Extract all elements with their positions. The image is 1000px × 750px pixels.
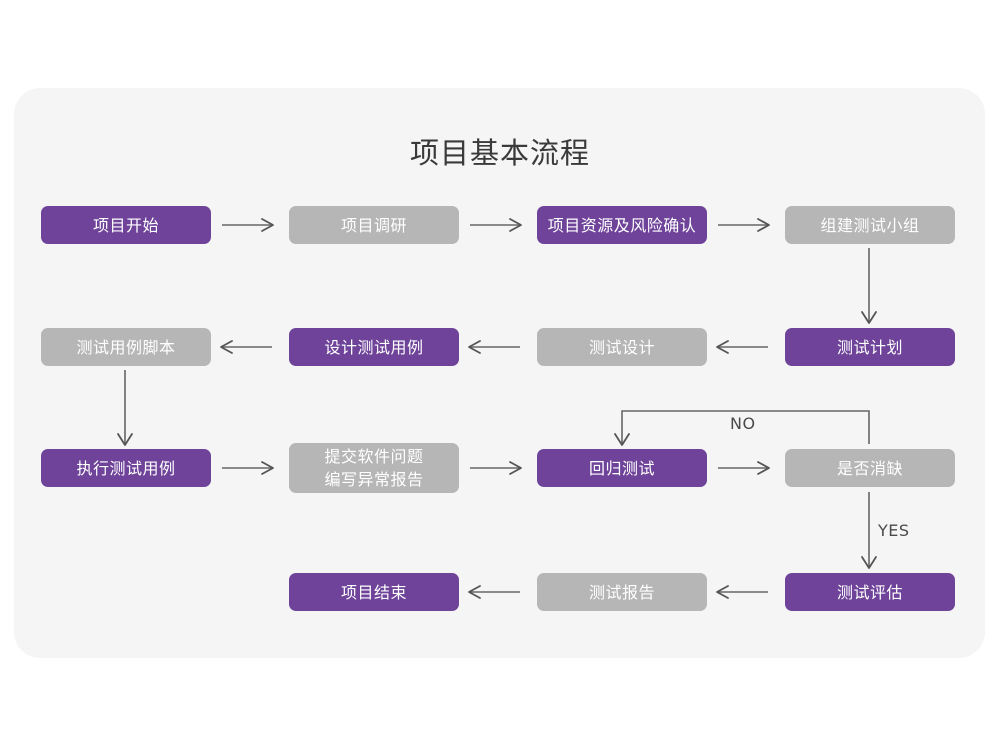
node-test-design[interactable]: 测试设计 bbox=[537, 328, 707, 366]
node-label: 回归测试 bbox=[588, 458, 655, 478]
node-submit-issue-report[interactable]: 提交软件问题 编写异常报告 bbox=[289, 443, 459, 493]
node-label: 测试评估 bbox=[836, 582, 903, 602]
node-label: 测试计划 bbox=[836, 337, 903, 357]
node-label: 是否消缺 bbox=[836, 458, 903, 478]
node-label: 项目资源及风险确认 bbox=[547, 215, 697, 235]
node-label: 测试设计 bbox=[588, 337, 655, 357]
node-execute-test-case[interactable]: 执行测试用例 bbox=[41, 449, 211, 487]
node-defect-cleared-decision[interactable]: 是否消缺 bbox=[785, 449, 955, 487]
node-label: 项目开始 bbox=[92, 215, 159, 235]
diagram-panel bbox=[14, 88, 985, 658]
node-label: 项目结束 bbox=[340, 582, 407, 602]
node-label: 提交软件问题 编写异常报告 bbox=[324, 447, 424, 489]
node-design-test-case[interactable]: 设计测试用例 bbox=[289, 328, 459, 366]
edge-label-no: NO bbox=[730, 414, 756, 433]
edge-label-yes: YES bbox=[878, 521, 910, 540]
node-label: 执行测试用例 bbox=[76, 458, 176, 478]
node-test-report[interactable]: 测试报告 bbox=[537, 573, 707, 611]
node-regression-test[interactable]: 回归测试 bbox=[537, 449, 707, 487]
node-label: 项目调研 bbox=[340, 215, 407, 235]
node-test-evaluation[interactable]: 测试评估 bbox=[785, 573, 955, 611]
node-test-case-script[interactable]: 测试用例脚本 bbox=[41, 328, 211, 366]
node-label: 组建测试小组 bbox=[820, 215, 920, 235]
node-label: 测试报告 bbox=[588, 582, 655, 602]
node-resource-risk-confirm[interactable]: 项目资源及风险确认 bbox=[537, 206, 707, 244]
node-test-plan[interactable]: 测试计划 bbox=[785, 328, 955, 366]
node-project-research[interactable]: 项目调研 bbox=[289, 206, 459, 244]
node-project-end[interactable]: 项目结束 bbox=[289, 573, 459, 611]
node-project-start[interactable]: 项目开始 bbox=[41, 206, 211, 244]
node-label: 测试用例脚本 bbox=[76, 337, 176, 357]
page-title: 项目基本流程 bbox=[409, 136, 590, 170]
node-label: 设计测试用例 bbox=[324, 337, 424, 357]
node-form-test-team[interactable]: 组建测试小组 bbox=[785, 206, 955, 244]
